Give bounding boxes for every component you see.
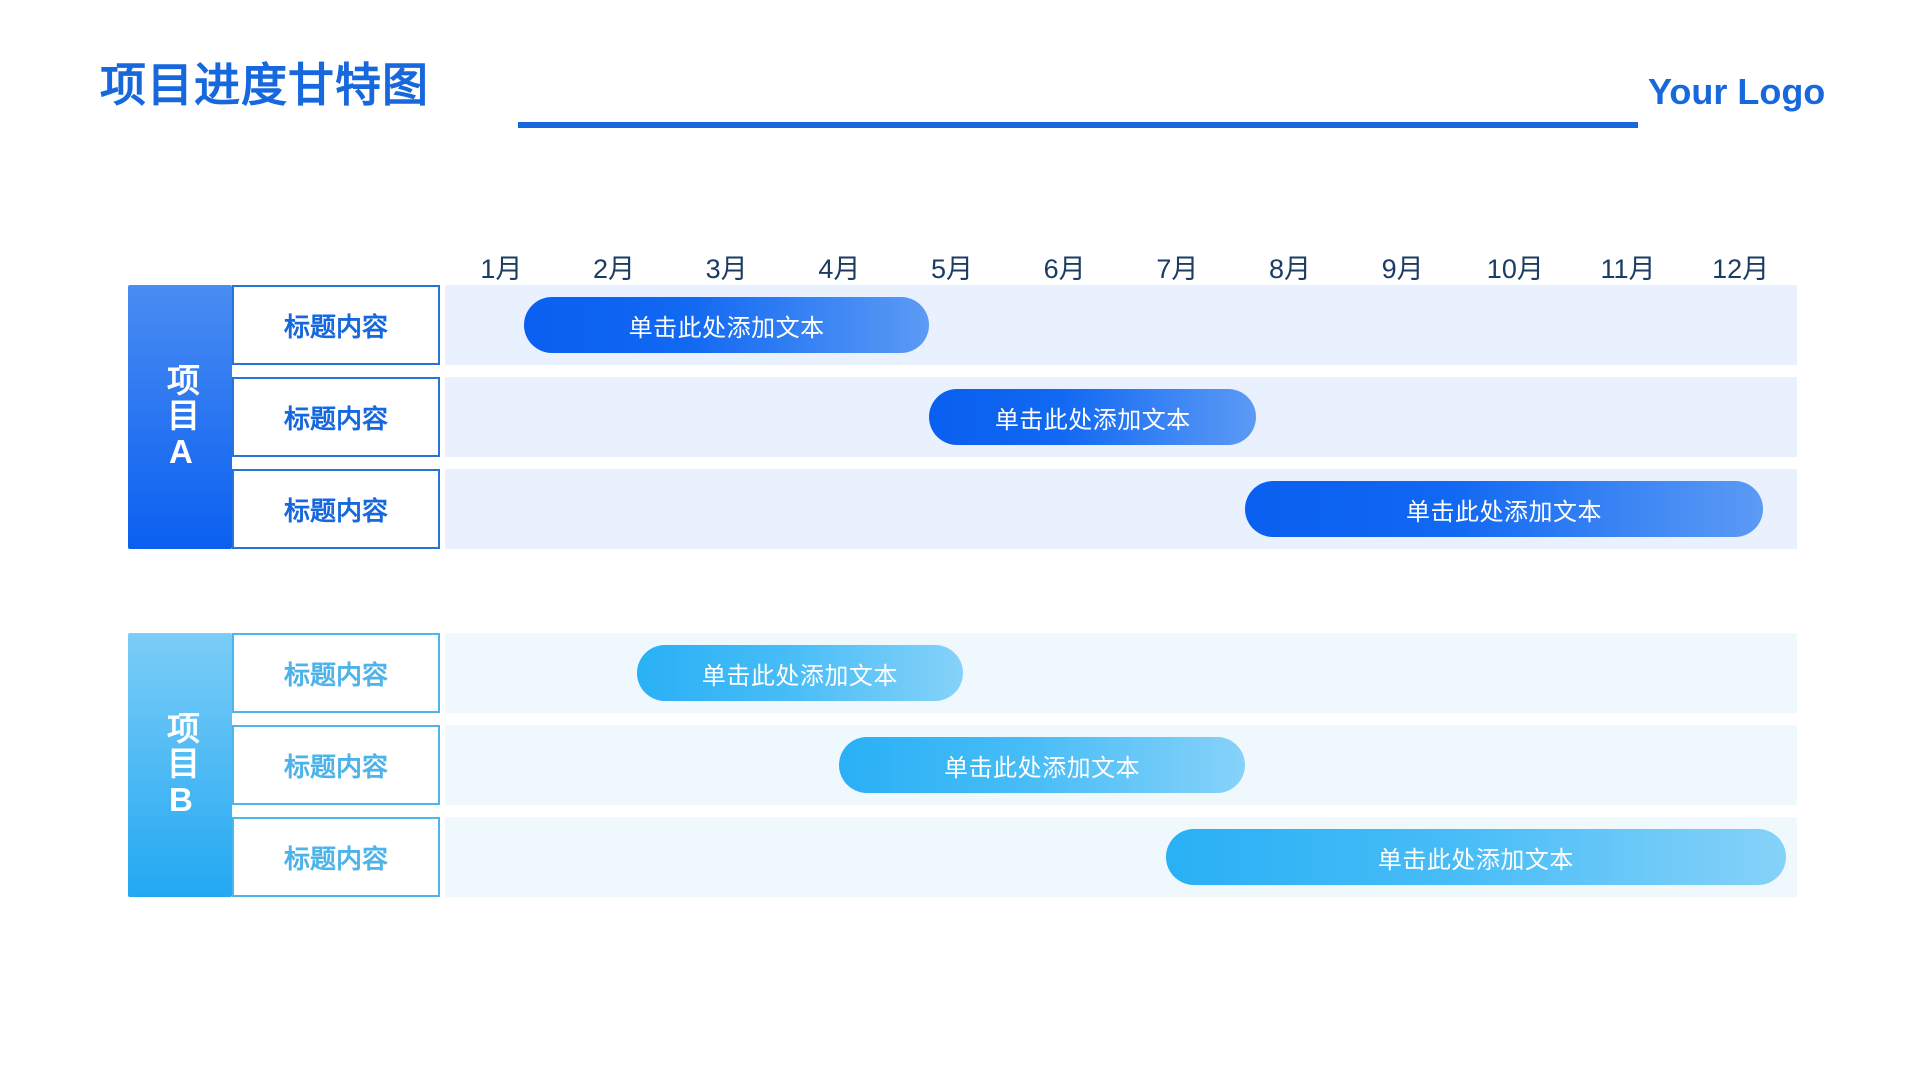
month-label-11: 11月 [1600,254,1656,284]
page-header: 项目进度甘特图 Your Logo [0,0,1920,160]
row-timeline-track: 单击此处添加文本 [445,817,1797,897]
gantt-bar[interactable]: 单击此处添加文本 [929,389,1257,445]
gantt-bar[interactable]: 单击此处添加文本 [1244,481,1764,537]
month-label-12: 12月 [1712,254,1770,284]
group-band-label: 项目A [162,362,200,472]
gantt-bar[interactable]: 单击此处添加文本 [1166,829,1786,885]
month-label-6: 6月 [1043,254,1086,284]
gantt-bar[interactable]: 单击此处添加文本 [636,645,964,701]
row-title-box[interactable]: 标题内容 [232,817,440,897]
month-label-4: 4月 [818,254,861,284]
row-title-box[interactable]: 标题内容 [232,377,440,457]
gantt-row: 标题内容 单击此处添加文本 [0,285,1920,365]
row-timeline-track: 单击此处添加文本 [445,469,1797,549]
month-label-3: 3月 [705,254,748,284]
gantt-row: 标题内容 单击此处添加文本 [0,469,1920,549]
row-title-box[interactable]: 标题内容 [232,285,440,365]
gantt-bar-label: 单击此处添加文本 [1377,846,1574,874]
month-axis: 1月 2月 3月 4月 5月 6月 7月 8月 9月 10月 11月 12月 [445,248,1797,290]
gantt-row: 标题内容 单击此处添加文本 [0,817,1920,897]
row-timeline-track: 单击此处添加文本 [445,725,1797,805]
row-title-label: 标题内容 [283,659,388,690]
month-label-2: 2月 [592,254,636,284]
group-band-label: 项目B [162,710,200,820]
group-band-a[interactable]: 项目A [128,285,232,549]
row-title-box[interactable]: 标题内容 [232,469,440,549]
month-label-7: 7月 [1156,254,1199,284]
row-title-box[interactable]: 标题内容 [232,725,440,805]
gantt-bar-label: 单击此处添加文本 [994,406,1191,434]
gantt-row: 标题内容 单击此处添加文本 [0,725,1920,805]
month-label-9: 9月 [1381,254,1424,284]
gantt-bar-label: 单击此处添加文本 [701,662,898,690]
row-timeline-track: 单击此处添加文本 [445,633,1797,713]
gantt-bar-label: 单击此处添加文本 [628,314,825,342]
month-label-8: 8月 [1268,254,1312,284]
row-title-box[interactable]: 标题内容 [232,633,440,713]
row-title-label: 标题内容 [283,843,388,874]
gantt-bar[interactable]: 单击此处添加文本 [839,737,1245,793]
gantt-row: 标题内容 单击此处添加文本 [0,377,1920,457]
row-title-label: 标题内容 [283,311,388,342]
gantt-row: 标题内容 单击此处添加文本 [0,633,1920,713]
gantt-bar-label: 单击此处添加文本 [1406,498,1603,526]
logo-placeholder: Your Logo [1648,71,1826,112]
row-title-label: 标题内容 [283,495,388,526]
month-label-5: 5月 [930,254,974,284]
row-timeline-track: 单击此处添加文本 [445,285,1797,365]
row-title-label: 标题内容 [283,751,388,782]
group-band-b[interactable]: 项目B [128,633,232,897]
row-title-label: 标题内容 [283,403,388,434]
title-underline-rule [518,122,1638,128]
page-title: 项目进度甘特图 [100,59,429,111]
row-timeline-track: 单击此处添加文本 [445,377,1797,457]
month-label-10: 10月 [1486,254,1544,284]
month-label-1: 1月 [480,254,523,284]
gantt-bar[interactable]: 单击此处添加文本 [523,297,930,353]
gantt-bar-label: 单击此处添加文本 [944,754,1141,782]
